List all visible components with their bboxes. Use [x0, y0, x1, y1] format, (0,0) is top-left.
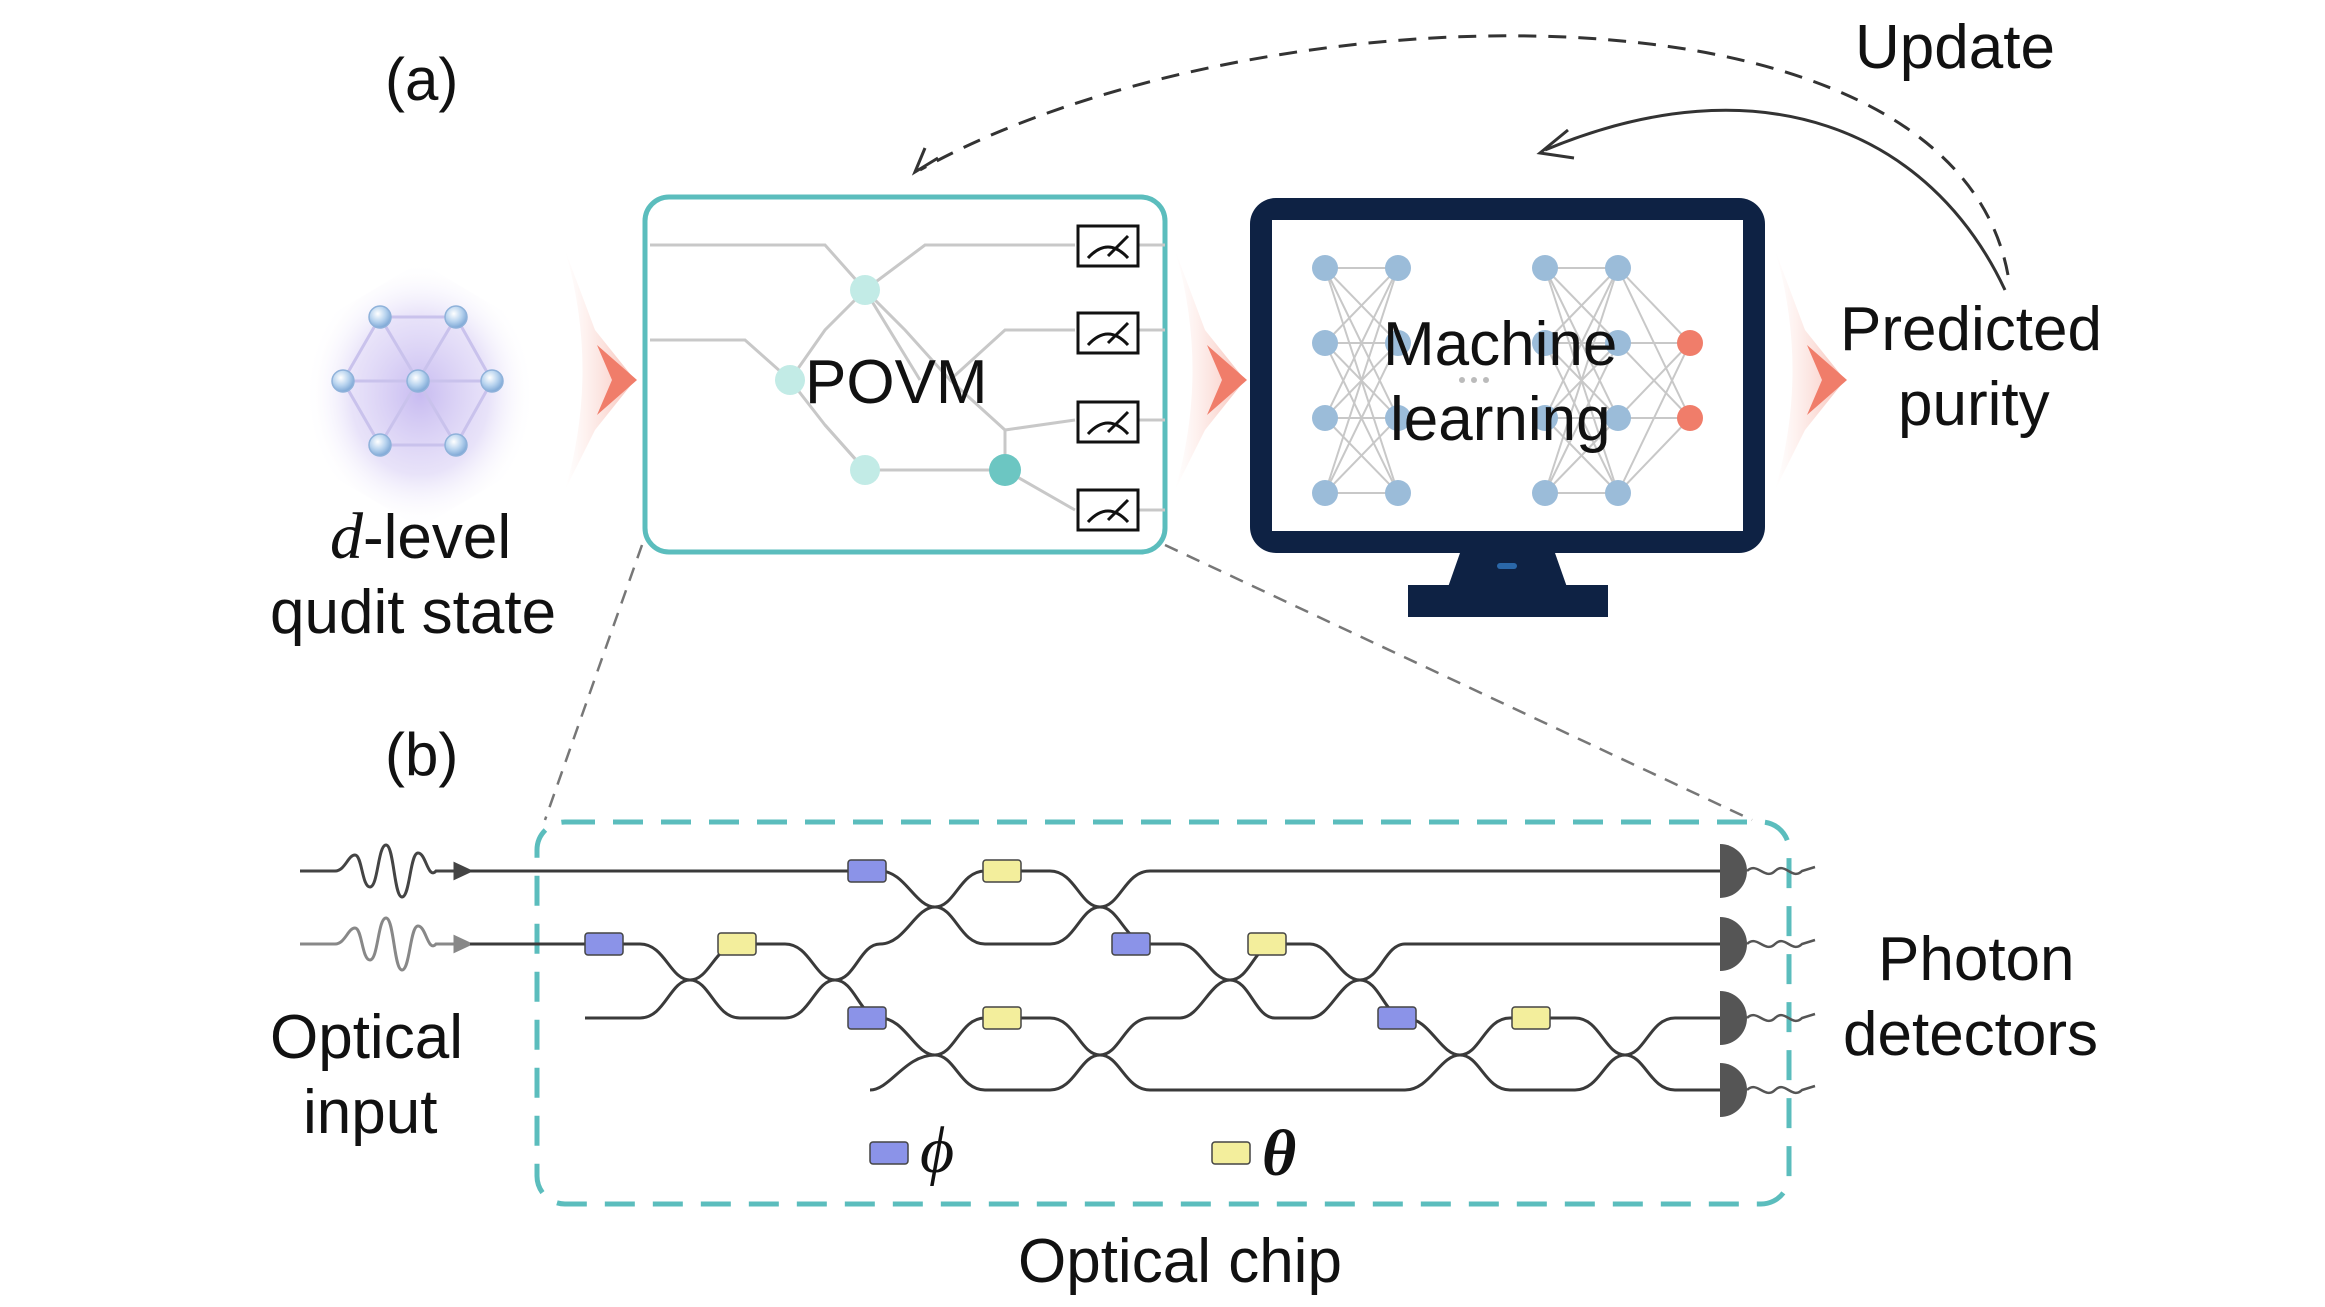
update-dashed-arrow: [919, 34, 2010, 276]
qudit-label-line2: qudit state: [270, 578, 556, 647]
flow-arrow-1: [565, 250, 637, 490]
lattice-icon: [305, 262, 535, 528]
theta-legend-swatch: [1211, 1141, 1251, 1165]
wavepacket-icon: [300, 843, 474, 899]
predicted-label-line1: Predicted: [1840, 295, 2102, 364]
photon-detectors-line1: Photon: [1878, 925, 2075, 994]
waveguides: [470, 869, 1720, 1092]
zoom-guide-right: [1164, 543, 1753, 822]
update-solid-arrowhead: [1536, 128, 1575, 160]
detector-icon: [1720, 844, 1816, 1117]
photon-detectors-line2: detectors: [1843, 1000, 2098, 1069]
meter-icon: [1076, 488, 1140, 532]
theta-shifters: [717, 859, 1551, 1030]
ml-label-line1: Machine: [1383, 310, 1617, 379]
panel-a-label: (a): [385, 46, 458, 113]
update-dashed-arrowhead: [911, 147, 939, 176]
optical-input-line1: Optical: [270, 1003, 463, 1072]
meter-icon: [1076, 224, 1140, 268]
qudit-label-rest: -level: [363, 503, 511, 572]
phi-legend-label: ϕ: [920, 1114, 954, 1187]
optical-chip-box: [534, 819, 1792, 1207]
ml-label-line2: learning: [1390, 385, 1611, 454]
update-label: Update: [1855, 13, 2055, 82]
update-solid-arrow: [1544, 108, 2007, 291]
qudit-label-line1: d-level: [330, 500, 511, 573]
zoom-guide-left: [543, 544, 644, 821]
theta-legend-label: θ: [1262, 1117, 1296, 1190]
panel-b-label: (b): [385, 721, 458, 788]
phi-legend-swatch: [869, 1141, 909, 1165]
neural-network: [1312, 255, 1703, 506]
optical-chip-label: Optical chip: [1018, 1227, 1342, 1296]
predicted-label-line2: purity: [1898, 370, 2050, 439]
meter-icon: [1076, 400, 1140, 444]
flow-arrow-3: [1775, 250, 1847, 490]
phi-shifters: [584, 859, 1417, 1030]
qudit-symbol: d: [330, 500, 364, 573]
flow-arrow-2: [1175, 250, 1247, 490]
povm-box: [642, 194, 1168, 555]
meter-icon: [1076, 311, 1140, 355]
povm-label: POVM: [805, 348, 988, 417]
optical-input-line2: input: [303, 1078, 437, 1147]
wavepacket-icon: [300, 916, 474, 972]
